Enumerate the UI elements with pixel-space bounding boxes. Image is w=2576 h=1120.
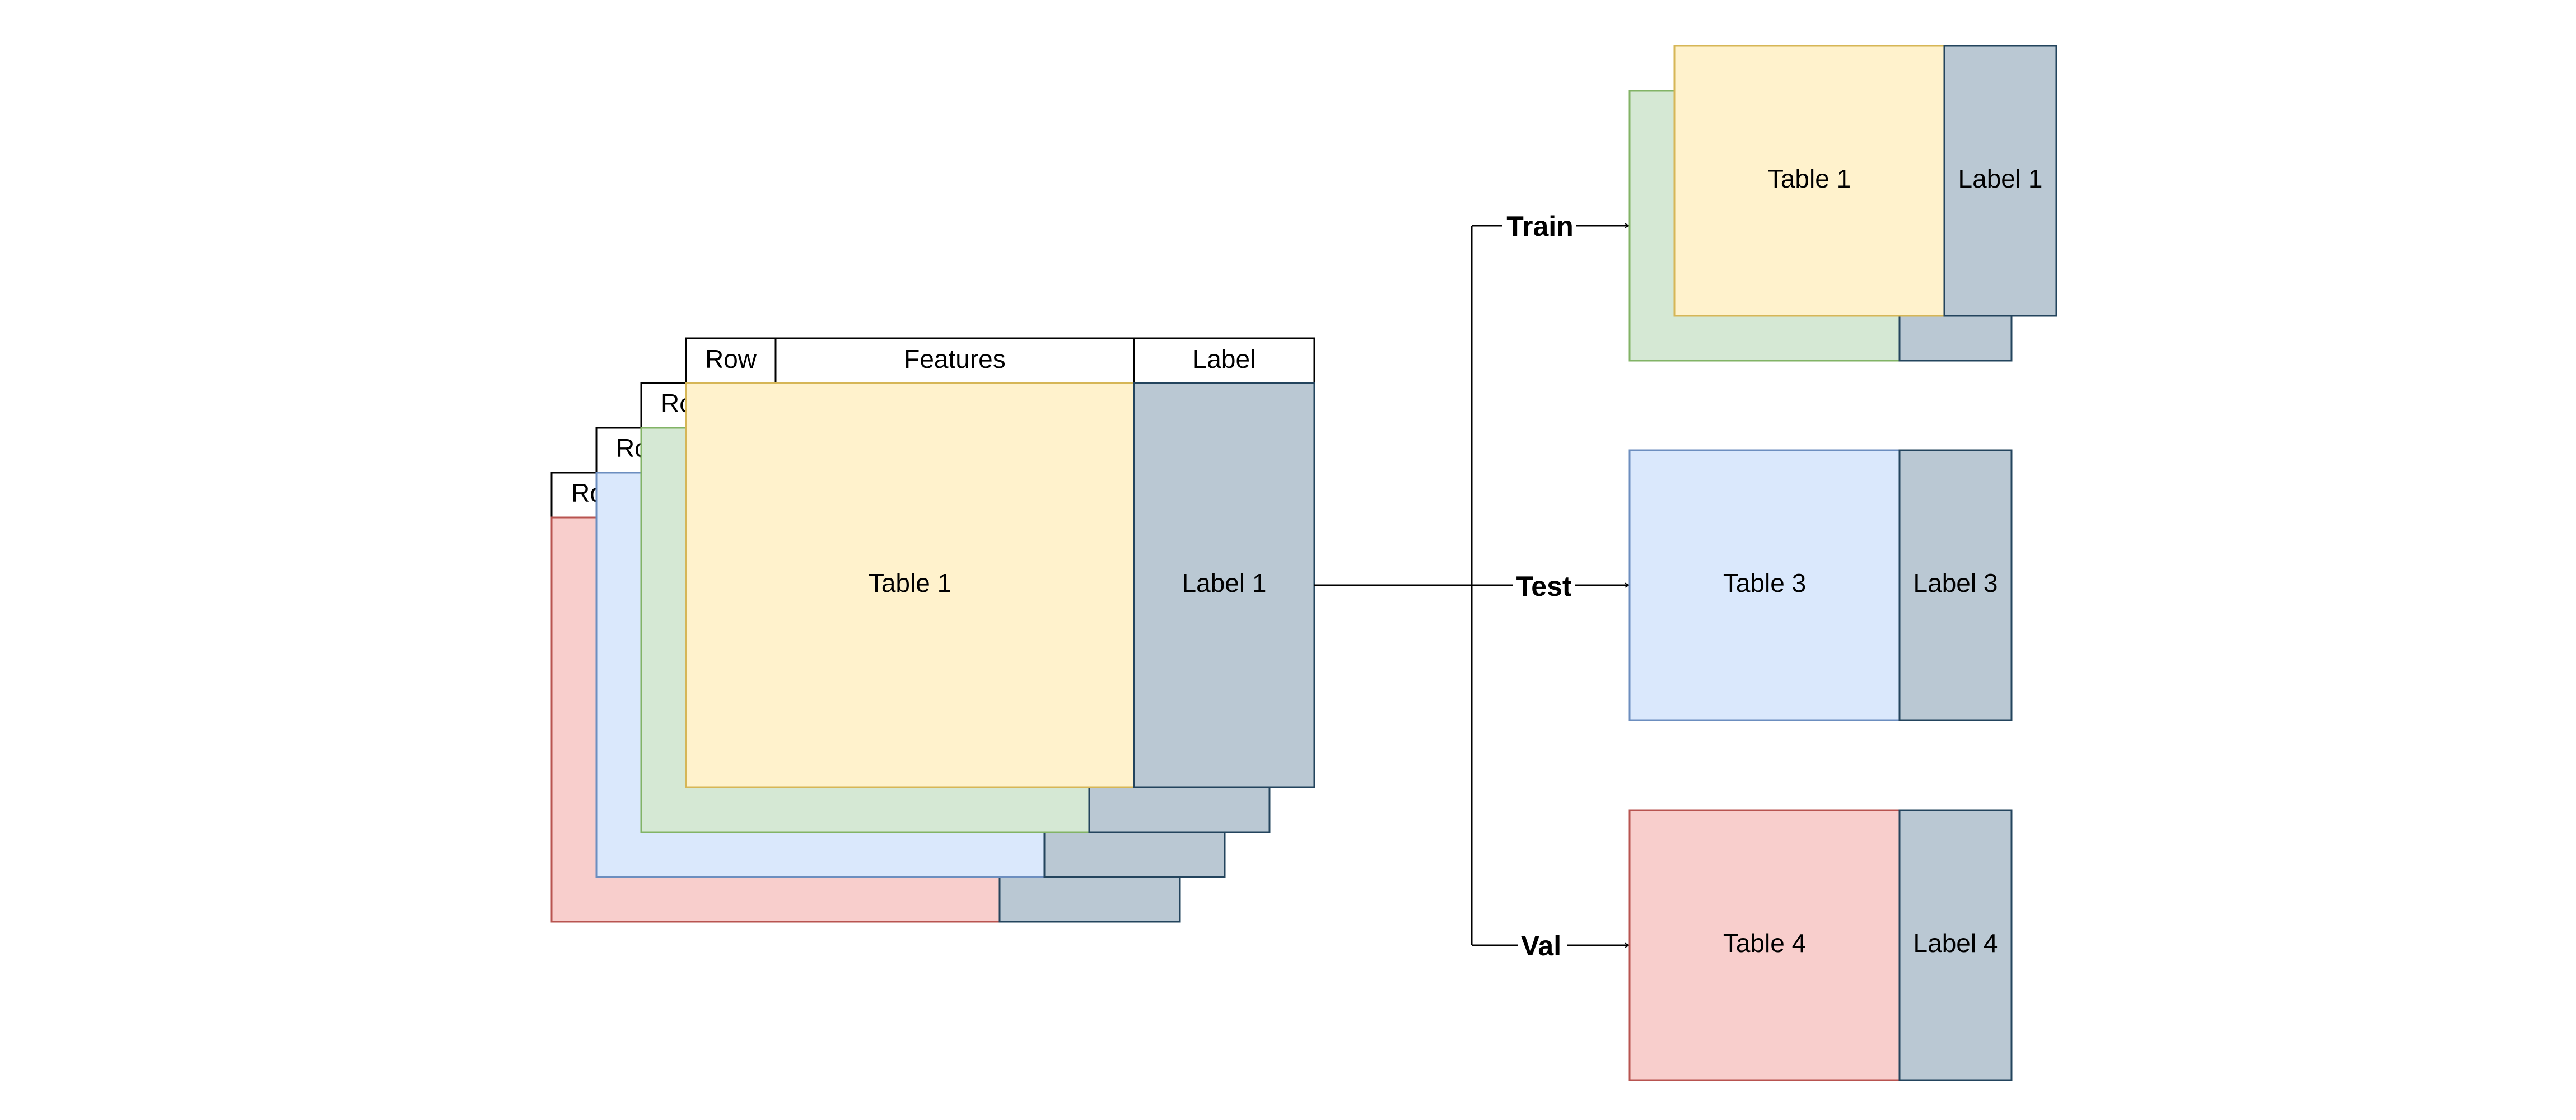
train-block: Table 1 Label 1 bbox=[1628, 45, 2057, 362]
train-table bbox=[1673, 45, 1945, 317]
test-table-text: Table 3 bbox=[1723, 568, 1806, 598]
split-label-test: Test bbox=[1516, 571, 1571, 602]
header-label-cell bbox=[1133, 337, 1315, 384]
train-table-text: Table 1 bbox=[1768, 164, 1851, 193]
val-label-bg bbox=[1518, 932, 1567, 963]
test-label-bg bbox=[1513, 572, 1575, 603]
header-row-cell bbox=[640, 382, 687, 429]
split-label-train: Train bbox=[1506, 211, 1573, 242]
header-row-cell bbox=[550, 472, 598, 519]
header-row-text: Row bbox=[705, 344, 757, 374]
split-label-val: Val bbox=[1521, 930, 1561, 962]
label-block bbox=[1133, 382, 1315, 788]
header-label-text: Label bbox=[1193, 344, 1256, 374]
val-label-text: Label 4 bbox=[1914, 928, 1998, 958]
train-label bbox=[1943, 45, 2057, 317]
test-label-text: Label 3 bbox=[1914, 568, 1998, 598]
split-connectors bbox=[1314, 223, 1630, 948]
train-label-text: Label 1 bbox=[1958, 164, 2043, 193]
source-label-text: Label 1 bbox=[1182, 568, 1267, 598]
source-table-text: Table 1 bbox=[869, 568, 951, 598]
table-block-yellow bbox=[685, 382, 1135, 788]
header-features-text: Features bbox=[904, 344, 1006, 374]
test-table bbox=[1628, 449, 1901, 721]
val-label bbox=[1898, 809, 2013, 1081]
test-block: Table 3 Label 3 bbox=[1628, 449, 2013, 721]
source-layer-front: Row Features Label Table 1 Label 1 bbox=[685, 337, 1315, 788]
train-label-bg bbox=[1502, 212, 1576, 242]
header-features-cell bbox=[774, 337, 1135, 384]
val-table-text: Table 4 bbox=[1723, 928, 1806, 958]
test-label bbox=[1898, 449, 2013, 721]
val-table bbox=[1628, 809, 1901, 1081]
val-block: Table 4 Label 4 bbox=[1628, 809, 2013, 1081]
